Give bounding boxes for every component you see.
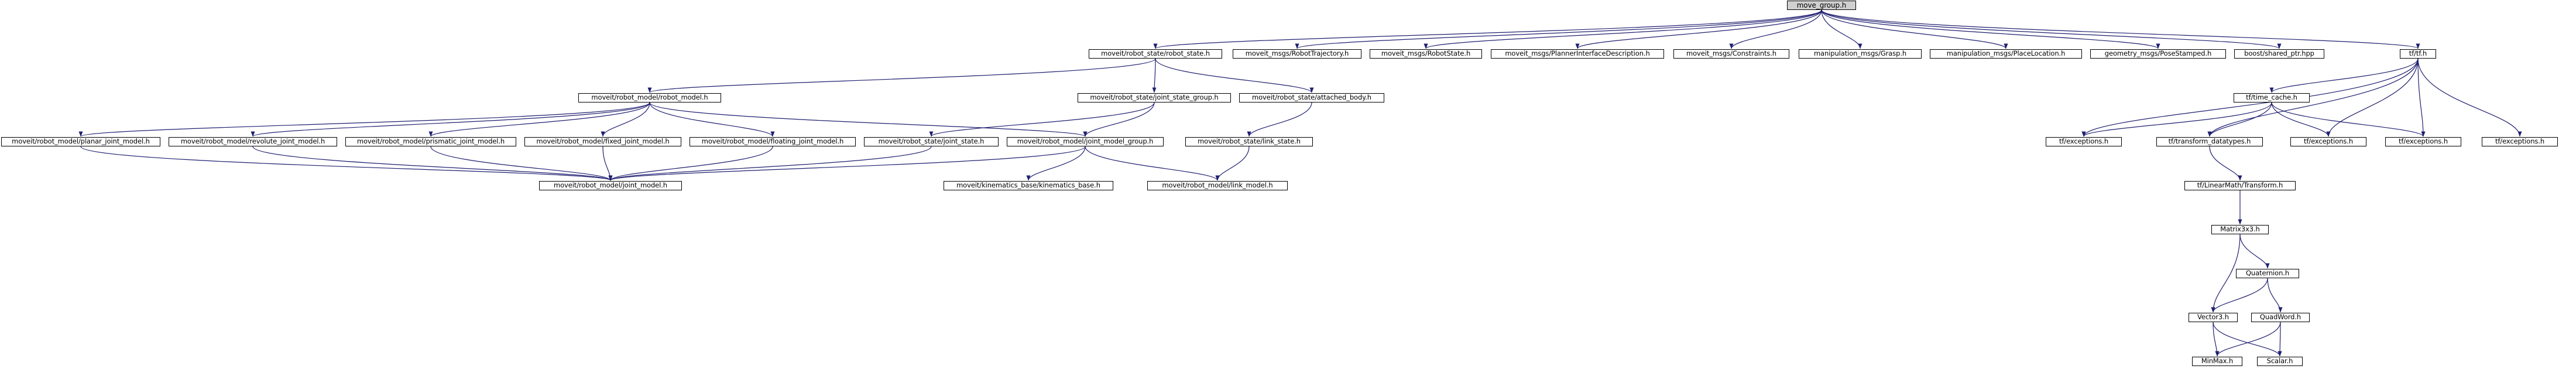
edge-tf_time_cache-to-tf_exceptions_2 [2271,102,2331,137]
edge-matrix3x3-to-quaternion [2239,234,2270,269]
graph-node-robot_state[interactable]: moveit/robot_state/robot_state.h [1089,49,1222,59]
edge-move_group-to-msgs_placelocation [1821,9,2008,49]
edge-quaternion-to-vector3 [2211,278,2268,313]
graph-node-tf_time_cache[interactable]: tf/time_cache.h [2234,93,2310,103]
graph-node-joint_state_group[interactable]: moveit/robot_state/joint_state_group.h [1078,93,1231,103]
edge-joint_model_group-to-joint_model [608,146,1086,181]
edge-attached_body-to-link_state [1247,102,1312,137]
edge-joint_model_group-to-link_model [1085,146,1220,181]
graph-node-matrix3x3[interactable]: Matrix3x3.h [2211,225,2269,234]
edge-tf_time_cache-to-tf_transform_datatypes [2207,102,2272,137]
edge-joint_state_group-to-joint_state [929,102,1155,137]
edge-move_group-to-tf_tf [1821,9,2420,49]
edge-tf_tf-to-tf_time_cache [2269,58,2419,93]
graph-node-msgs_robottrajectory[interactable]: moveit_msgs/RobotTrajectory.h [1233,49,1361,59]
graph-node-joint_model[interactable]: moveit/robot_model/joint_model.h [539,181,682,190]
graph-node-robot_model[interactable]: moveit/robot_model/robot_model.h [578,93,721,103]
graph-node-floating_joint_model[interactable]: moveit/robot_model/floating_joint_model.… [690,137,856,146]
graph-node-vector3[interactable]: Vector3.h [2189,313,2238,322]
graph-node-tf_exceptions_2[interactable]: tf/exceptions.h [2290,137,2366,146]
graph-node-quaternion[interactable]: Quaternion.h [2236,269,2299,278]
edge-robot_state-to-robot_model [647,58,1156,93]
graph-node-msgs_posestamped[interactable]: geometry_msgs/PoseStamped.h [2090,49,2226,59]
edge-quadword-to-minmax [2215,322,2281,357]
edge-vector3-to-minmax [2213,322,2220,357]
edge-move_group-to-msgs_robotstate [1424,9,1822,49]
edge-move_group-to-boost_shared_ptr [1821,9,2282,49]
edge-robot_model-to-prismatic_joint_model [428,102,650,137]
graph-node-planar_joint_model[interactable]: moveit/robot_model/planar_joint_model.h [1,137,160,146]
edge-floating_joint_model-to-joint_model [608,146,773,181]
edge-joint_model_group-to-kinematics_base [1026,146,1086,181]
graph-node-fixed_joint_model[interactable]: moveit/robot_model/fixed_joint_model.h [524,137,681,146]
graph-node-tf_transform_datatypes[interactable]: tf/transform_datatypes.h [2156,137,2263,146]
edge-tf_time_cache-to-tf_exceptions_3 [2271,102,2426,137]
edge-tf_transform_datatypes-to-lm_transform [2209,146,2242,181]
edge-joint_state-to-joint_model [608,146,932,181]
graph-node-quadword[interactable]: QuadWord.h [2251,313,2310,322]
edge-move_group-to-msgs_grasp [1821,9,1862,49]
edge-move_group-to-robot_state [1153,9,1822,49]
graph-node-kinematics_base[interactable]: moveit/kinematics_base/kinematics_base.h [944,181,1113,190]
edge-prismatic_joint_model-to-joint_model [430,146,613,181]
graph-node-tf_tf[interactable]: tf/tf.h [2400,49,2436,59]
graph-node-link_state[interactable]: moveit/robot_state/link_state.h [1185,137,1313,146]
edge-robot_model-to-fixed_joint_model [601,102,650,137]
graph-node-scalar[interactable]: Scalar.h [2257,357,2303,366]
edge-move_group-to-msgs_robottrajectory [1295,9,1822,49]
edge-robot_state-to-joint_state_group [1152,58,1157,93]
edge-move_group-to-msgs_posestamped [1821,9,2160,49]
edge-tf_tf-to-tf_exceptions_3 [2417,58,2426,137]
edge-link_state-to-link_model [1215,146,1250,181]
graph-node-msgs_robotstate[interactable]: moveit_msgs/RobotState.h [1370,49,1482,59]
graph-node-joint_model_group[interactable]: moveit/robot_model/joint_model_group.h [1007,137,1164,146]
edge-robot_model-to-joint_model_group [649,102,1088,137]
edge-revolute_joint_model-to-joint_model [252,146,613,181]
edge-fixed_joint_model-to-joint_model [602,146,613,181]
graph-node-msgs_constraints[interactable]: moveit_msgs/Constraints.h [1673,49,1789,59]
edge-tf_tf-to-tf_exceptions_4 [2417,58,2522,137]
edge-robot_model-to-planar_joint_model [78,102,650,137]
graph-node-attached_body[interactable]: moveit/robot_state/attached_body.h [1239,93,1384,103]
edge-tf_tf-to-tf_exceptions_2 [2326,58,2419,137]
edge-move_group-to-msgs_constraints [1729,9,1822,49]
edge-quaternion-to-quadword [2267,278,2283,313]
edge-robot_model-to-floating_joint_model [649,102,775,137]
edge-robot_model-to-revolute_joint_model [251,102,650,137]
graph-node-msgs_plannerinterface[interactable]: moveit_msgs/PlannerInterfaceDescription.… [1491,49,1664,59]
graph-node-msgs_grasp[interactable]: manipulation_msgs/Grasp.h [1799,49,1922,59]
graph-node-lm_transform[interactable]: tf/LinearMath/Transform.h [2184,181,2296,190]
graph-node-prismatic_joint_model[interactable]: moveit/robot_model/prismatic_joint_model… [345,137,516,146]
graph-node-tf_exceptions_4[interactable]: tf/exceptions.h [2482,137,2558,146]
graph-node-msgs_placelocation[interactable]: manipulation_msgs/PlaceLocation.h [1930,49,2082,59]
edge-vector3-to-scalar [2213,322,2282,357]
edge-robot_state-to-attached_body [1155,58,1314,93]
graph-node-tf_exceptions_1[interactable]: tf/exceptions.h [2046,137,2122,146]
graph-node-tf_exceptions_3[interactable]: tf/exceptions.h [2385,137,2461,146]
graph-node-link_model[interactable]: moveit/robot_model/link_model.h [1147,181,1288,190]
graph-node-revolute_joint_model[interactable]: moveit/robot_model/revolute_joint_model.… [169,137,337,146]
graph-node-move_group[interactable]: move_group.h [1787,1,1856,10]
edge-move_group-to-msgs_plannerinterface [1575,9,1822,49]
graph-node-boost_shared_ptr[interactable]: boost/shared_ptr.hpp [2234,49,2324,59]
graph-node-minmax[interactable]: MinMax.h [2192,357,2242,366]
edge-planar_joint_model-to-joint_model [80,146,613,181]
edge-tf_time_cache-to-tf_exceptions_1 [2081,102,2272,137]
edge-joint_state_group-to-joint_model_group [1083,102,1155,137]
graph-node-joint_state[interactable]: moveit/robot_state/joint_state.h [864,137,999,146]
